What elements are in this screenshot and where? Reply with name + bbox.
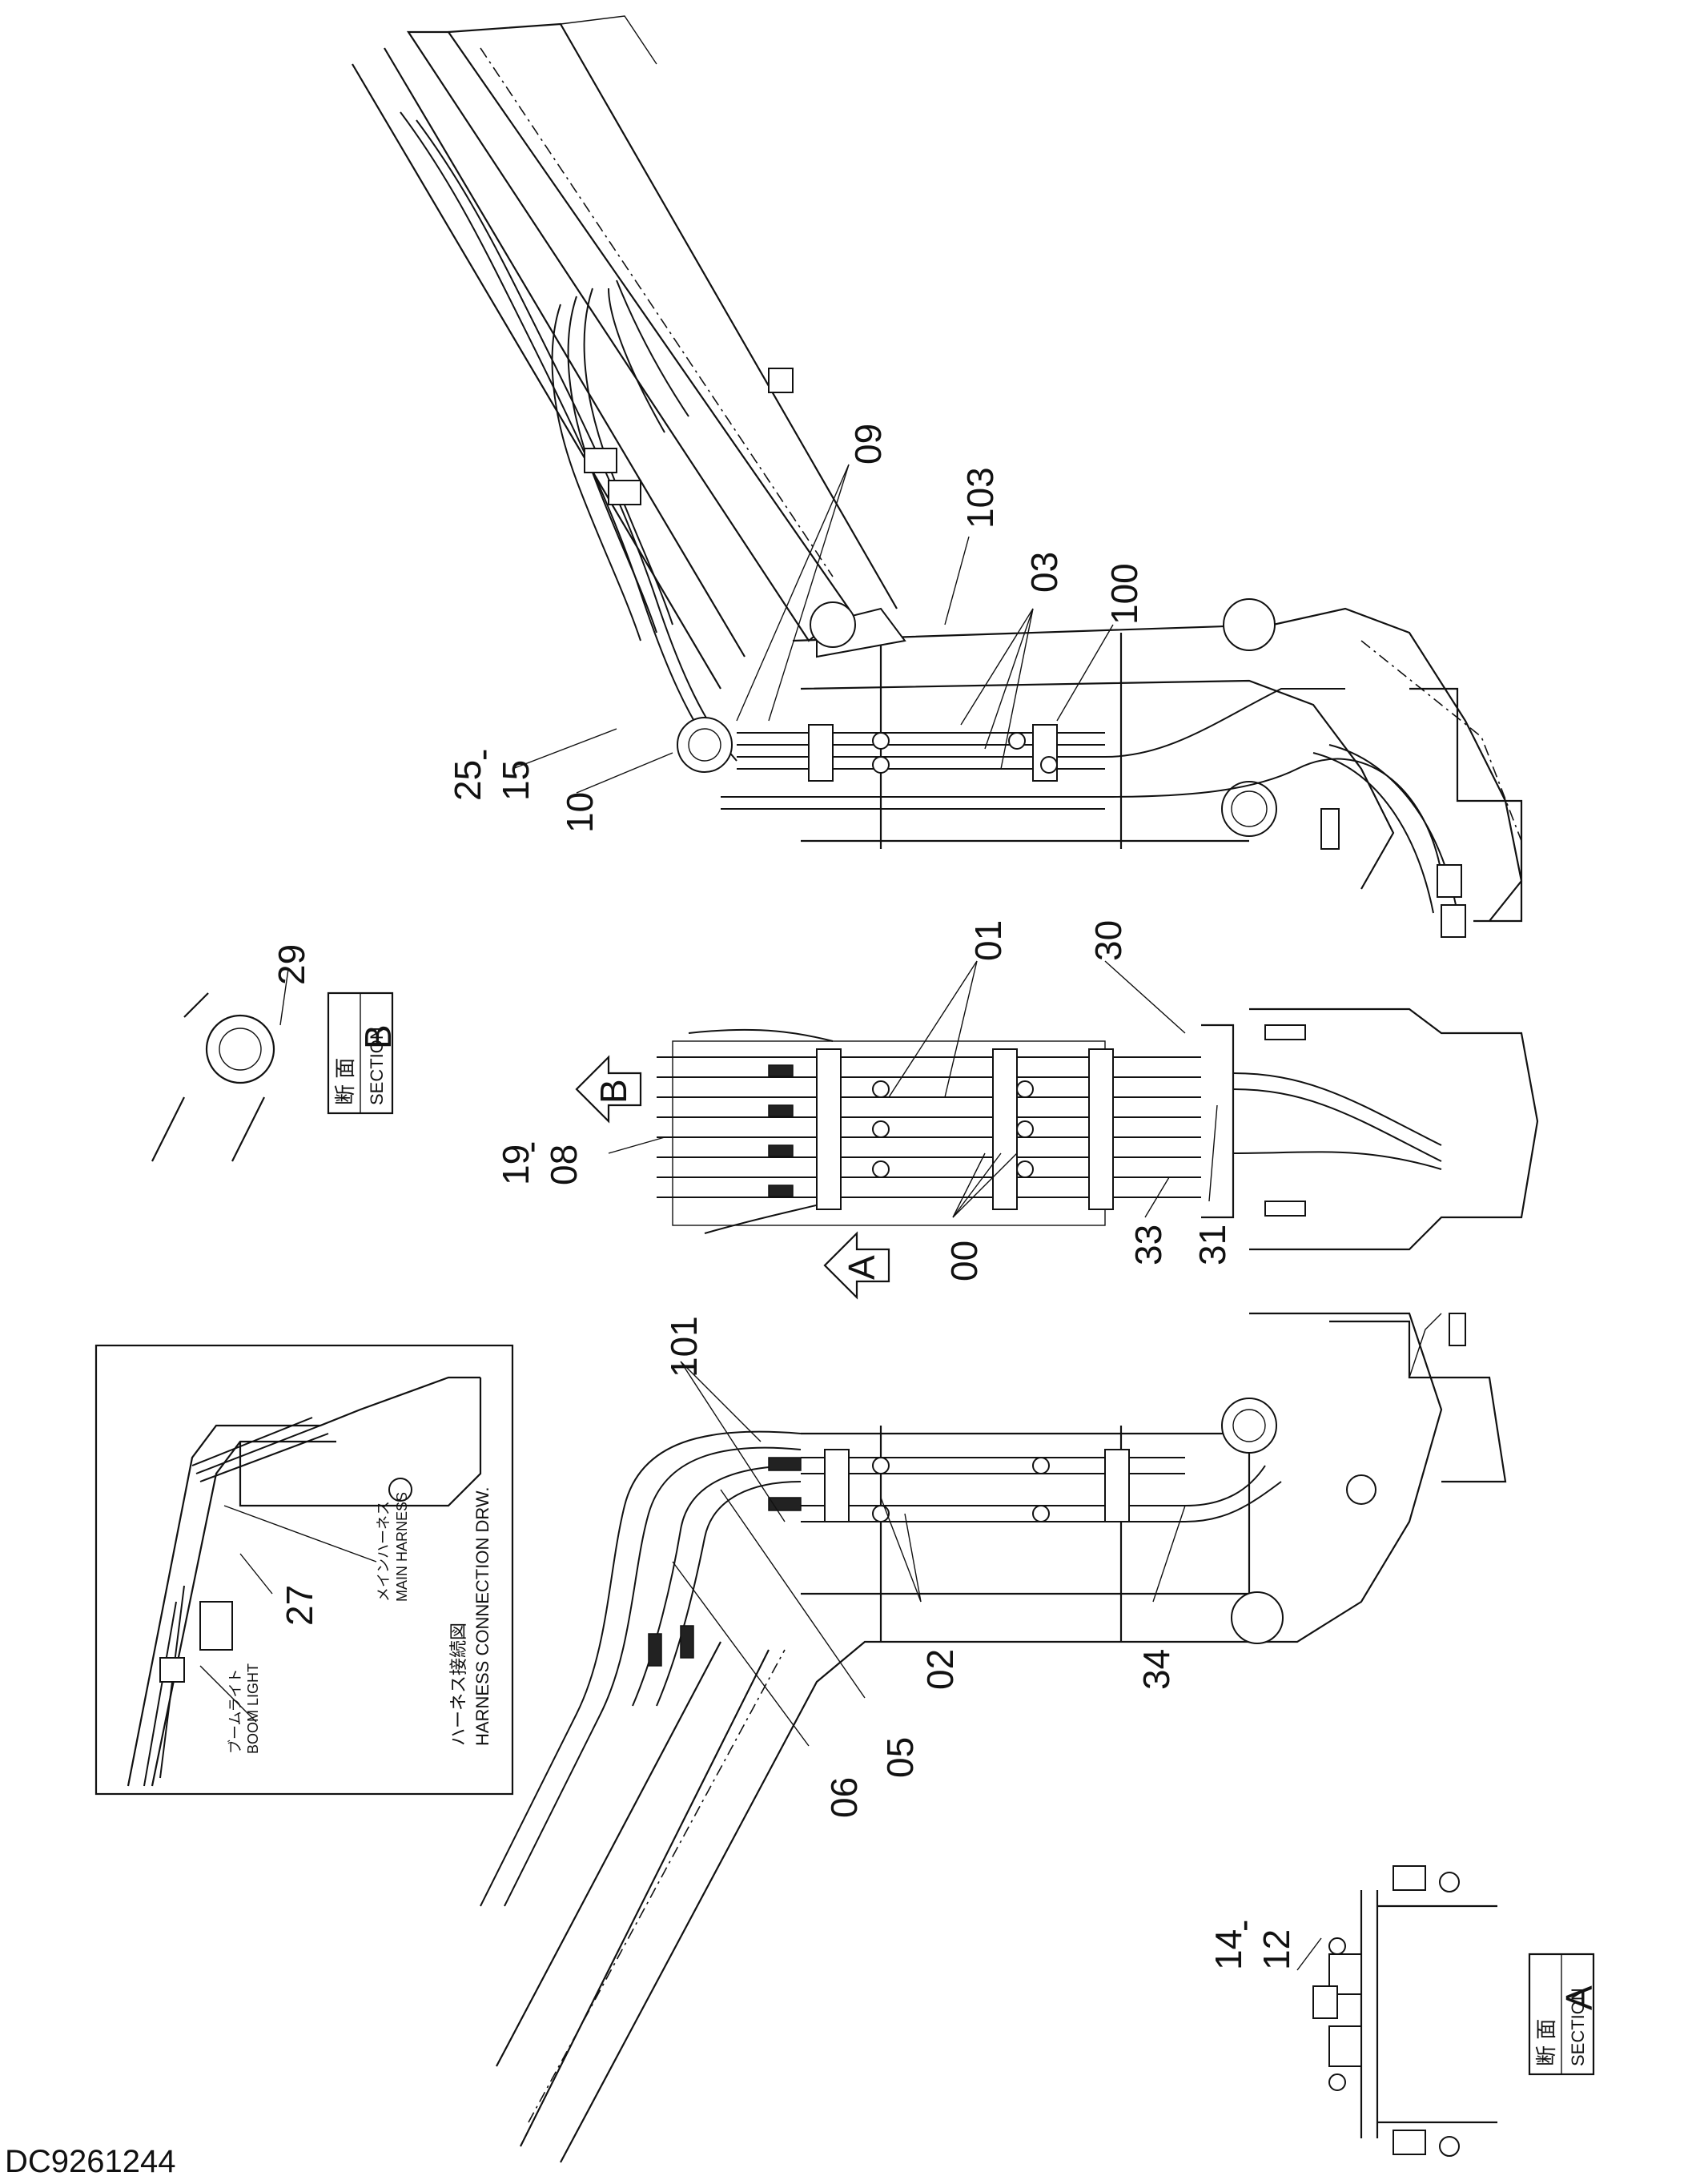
- callout-14: 14: [1208, 1929, 1249, 1970]
- section-a-en: SECTION: [1568, 1988, 1588, 2066]
- section-b-detail: 29 断 面 SECTION B: [151, 944, 399, 1162]
- view-arrow-a: A: [823, 1231, 890, 1300]
- section-b-jp: 断 面: [333, 1058, 357, 1105]
- view-arrow-a-letter: A: [841, 1255, 882, 1280]
- callouts-bottom: 101 02 34 05 06: [663, 1316, 1186, 1818]
- drawing-number: DC9261244: [5, 2144, 176, 2179]
- callout-10: 10: [559, 792, 601, 833]
- callout-33: 33: [1127, 1225, 1169, 1265]
- callout-15: 15: [495, 760, 537, 801]
- callout-100: 100: [1103, 563, 1145, 625]
- view-arrow-b-letter: B: [593, 1079, 634, 1104]
- callouts-top: 09 103 03 100 25 - 15 10: [447, 424, 1145, 833]
- callout-03: 03: [1023, 552, 1065, 593]
- section-a-letter: A: [1558, 1985, 1600, 2010]
- callout-12: 12: [1256, 1929, 1297, 1970]
- section-a-detail: 14 - 12 断 面 SECTION A: [1208, 1865, 1600, 2157]
- callout-dash-3: -: [1222, 1920, 1264, 1932]
- boom-light-jp: ブームライト: [227, 1668, 243, 1754]
- callout-29: 29: [271, 944, 312, 985]
- callout-27: 27: [279, 1585, 320, 1626]
- lower-boom-assembly: [480, 1312, 1507, 2163]
- boom-light-en: BOOM LIGHT: [245, 1663, 261, 1754]
- inset-title-jp: ハーネス接続図: [448, 1623, 468, 1746]
- harness-connection-inset: メインハーネス MAIN HARNESS ブームライト BOOM LIGHT 2…: [94, 1344, 514, 1796]
- plan-view-hose-bank: [657, 1008, 1539, 1251]
- callout-02: 02: [919, 1649, 961, 1690]
- callout-dash-1: -: [461, 749, 503, 761]
- main-harness-jp: メインハーネス: [376, 1501, 392, 1602]
- callout-101: 101: [663, 1316, 705, 1378]
- view-arrow-b: B: [575, 1055, 642, 1124]
- callout-dash-2: -: [509, 1141, 551, 1153]
- inset-title-en: HARNESS CONNECTION DRW.: [472, 1486, 492, 1746]
- upper-boom-assembly: [352, 15, 1523, 938]
- callout-01: 01: [967, 920, 1009, 961]
- callout-30: 30: [1087, 920, 1129, 961]
- section-b-en: SECTION: [367, 1027, 387, 1105]
- callouts-middle: 01 30 19 - 08 00 33 31: [495, 920, 1233, 1281]
- callout-34: 34: [1135, 1649, 1177, 1690]
- section-a-jp: 断 面: [1534, 2019, 1558, 2066]
- callout-08: 08: [543, 1144, 585, 1185]
- callout-25: 25: [447, 760, 488, 801]
- callout-31: 31: [1192, 1225, 1233, 1265]
- callout-06: 06: [823, 1777, 865, 1818]
- callout-00: 00: [943, 1241, 985, 1281]
- section-b-letter: B: [357, 1024, 399, 1049]
- callout-09: 09: [847, 424, 889, 465]
- main-harness-en: MAIN HARNESS: [394, 1492, 410, 1602]
- callout-19: 19: [495, 1144, 537, 1185]
- callout-05: 05: [879, 1737, 921, 1778]
- callout-103: 103: [959, 467, 1001, 529]
